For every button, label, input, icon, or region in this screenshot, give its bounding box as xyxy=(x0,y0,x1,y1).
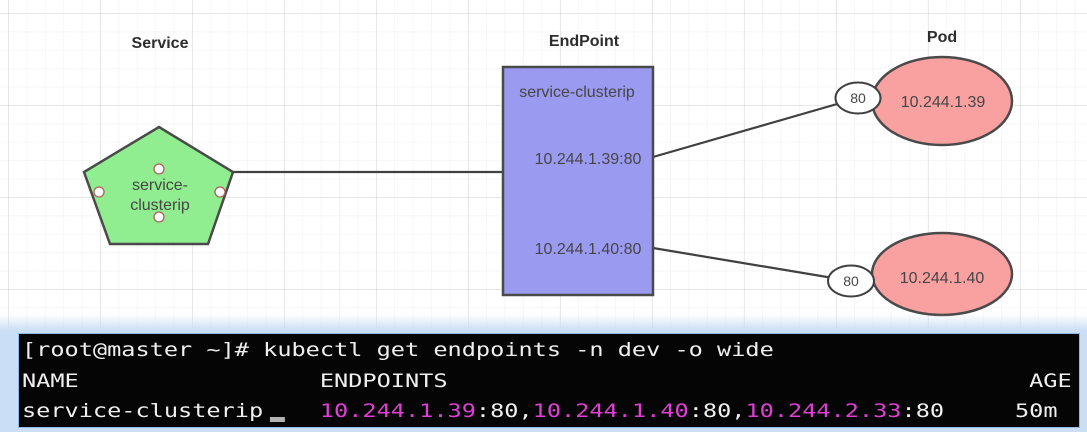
port-dot[interactable] xyxy=(214,186,226,198)
terminal-window-halo: [root@master ~]# kubectl get endpoints -… xyxy=(0,315,1087,432)
pod2-ip: 10.244.1.40 xyxy=(900,270,985,287)
col-name: NAME xyxy=(22,369,79,392)
service-title: Service xyxy=(132,35,189,52)
pod1-ip: 10.244.1.39 xyxy=(901,94,986,111)
service-shape[interactable]: service- clusterip xyxy=(82,125,235,246)
endpoint-title: EndPoint xyxy=(549,33,620,50)
endpoint-ip-3: 10.244.2.33 xyxy=(745,400,902,422)
endpoint-ip-1: 10.244.1.39 xyxy=(319,400,476,422)
terminal-command-line: [root@master ~]# kubectl get endpoints -… xyxy=(22,335,1079,366)
command-text: [root@master ~]# kubectl get endpoints -… xyxy=(22,339,774,361)
port-dot[interactable] xyxy=(93,186,105,198)
endpoint-shape[interactable]: service-clusterip 10.244.1.39:80 10.244.… xyxy=(501,65,655,297)
endpoint-port-2: :80, xyxy=(688,400,746,422)
pod2-port-ellipse[interactable] xyxy=(827,264,875,298)
connector-endpoint-pod2[interactable] xyxy=(652,246,852,283)
port-dot[interactable] xyxy=(153,163,165,175)
pod-title: Pod xyxy=(927,29,957,46)
service-label-line2: clusterip xyxy=(130,197,190,214)
row-age: 50m xyxy=(1014,400,1058,422)
port-dot[interactable] xyxy=(153,211,165,223)
endpoint-entry-2: 10.244.1.40:80 xyxy=(535,241,642,258)
terminal-header-row: NAME ENDPOINTS AGE xyxy=(22,366,1079,397)
connector-endpoint-pod1[interactable] xyxy=(652,96,859,159)
endpoint-ip-2: 10.244.1.40 xyxy=(532,400,689,422)
pod1-shape[interactable]: 10.244.1.39 80 xyxy=(834,55,1014,147)
pod1-port-ellipse[interactable] xyxy=(834,81,882,115)
col-endpoints: ENDPOINTS xyxy=(319,369,448,392)
endpoint-name: service-clusterip xyxy=(519,84,635,101)
terminal[interactable]: [root@master ~]# kubectl get endpoints -… xyxy=(18,333,1080,428)
service-label-line1: service- xyxy=(132,177,188,194)
row-name: service-clusterip xyxy=(22,400,264,422)
pod2-shape[interactable]: 10.244.1.40 80 xyxy=(827,231,1014,317)
endpoint-rect[interactable] xyxy=(501,65,655,297)
terminal-cursor xyxy=(270,417,285,422)
service-pentagon[interactable] xyxy=(82,125,235,246)
endpoint-entry-1: 10.244.1.39:80 xyxy=(535,151,642,168)
k8s-diagram: Service EndPoint Pod service- clusterip … xyxy=(82,29,1014,317)
endpoint-port-1: :80, xyxy=(475,400,533,422)
col-age: AGE xyxy=(1029,369,1072,392)
pod2-port: 80 xyxy=(843,273,859,289)
endpoint-port-3: :80 xyxy=(901,400,945,422)
pod1-port: 80 xyxy=(850,90,866,106)
